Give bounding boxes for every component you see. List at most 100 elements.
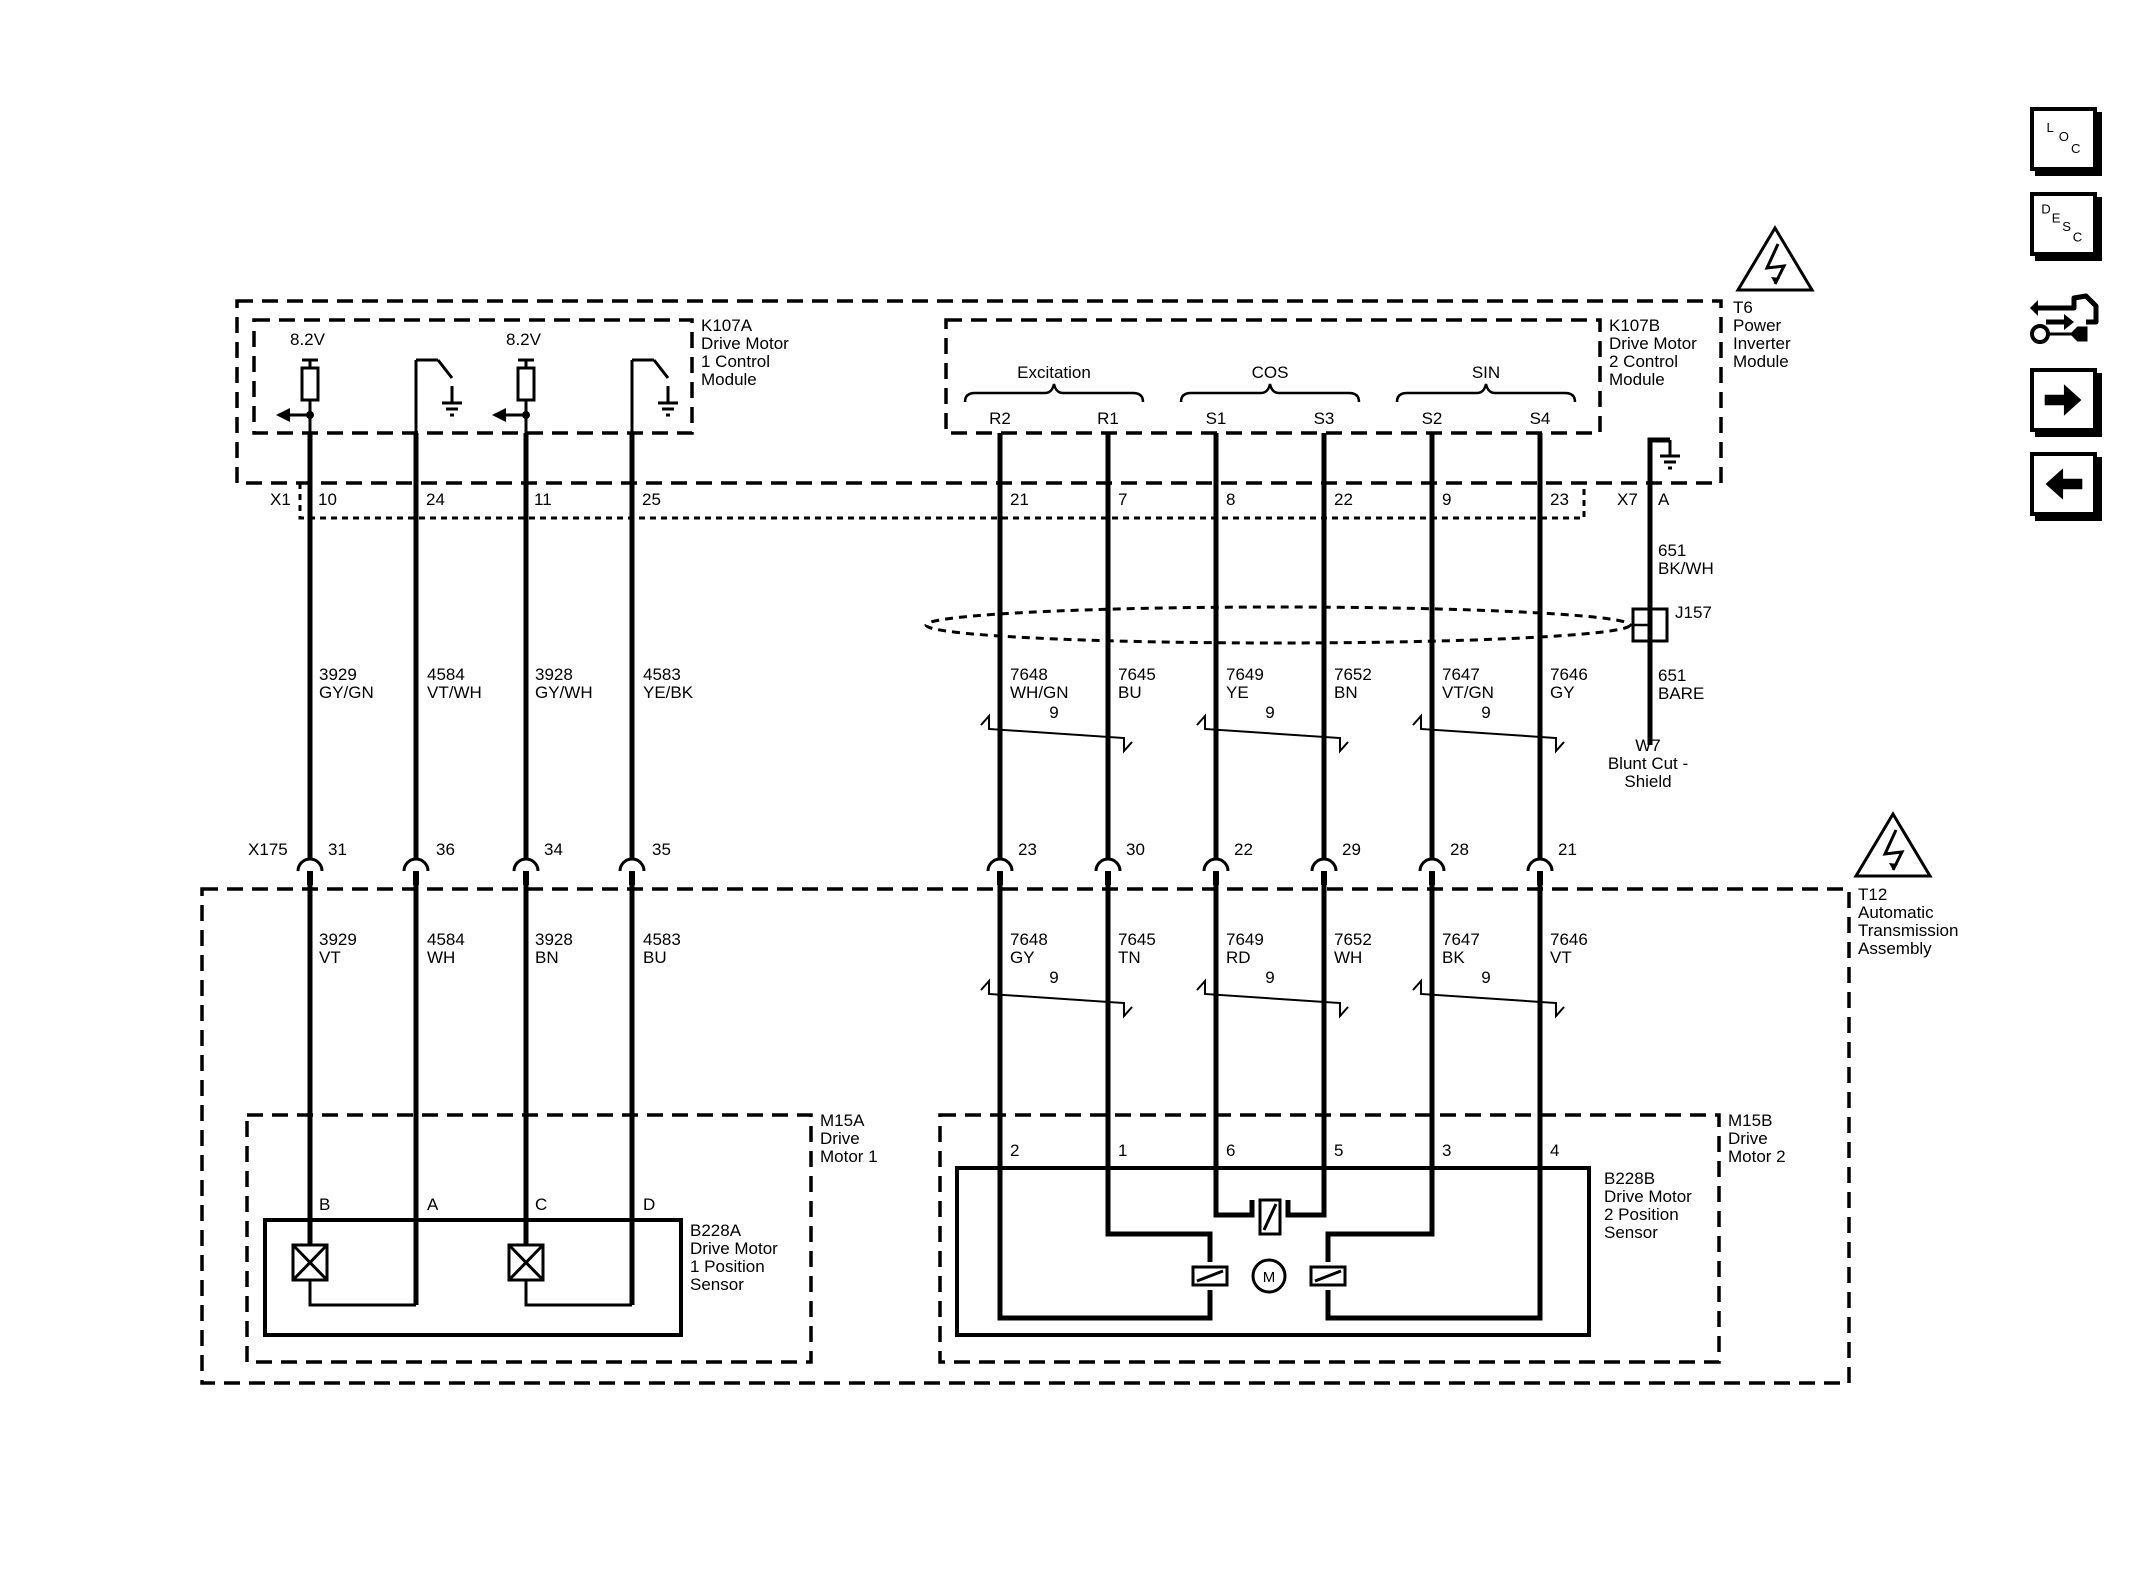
- twist-count-labels: 9 9 9 9 9 9: [1049, 703, 1490, 987]
- svg-text:25: 25: [642, 490, 661, 509]
- m15a-drive-motor-1-boundary: [245, 1113, 813, 1364]
- svg-text:Drive: Drive: [820, 1129, 860, 1148]
- t6-label: T6 Power Inverter Module: [1733, 298, 1791, 371]
- svg-text:R2: R2: [989, 409, 1011, 428]
- svg-text:7646: 7646: [1550, 930, 1588, 949]
- j157-splice-label: J157: [1675, 603, 1712, 622]
- svg-text:M15B: M15B: [1728, 1111, 1772, 1130]
- k107b-pin-names: R2 R1 S1 S3 S2 S4: [989, 409, 1550, 428]
- svg-text:Assembly: Assembly: [1858, 939, 1932, 958]
- svg-text:Transmission: Transmission: [1858, 921, 1958, 940]
- svg-text:9: 9: [1481, 703, 1490, 722]
- svg-text:Module: Module: [1609, 370, 1665, 389]
- svg-text:BK/WH: BK/WH: [1658, 559, 1714, 578]
- circuit-wires: [307, 433, 1543, 1321]
- svg-text:A: A: [427, 1195, 439, 1214]
- svg-text:B228A: B228A: [690, 1221, 742, 1240]
- location-button[interactable]: L O C: [2030, 107, 2097, 171]
- svg-text:WH: WH: [427, 948, 455, 967]
- x175-connector-label: X175: [248, 840, 288, 859]
- svg-text:Motor 2: Motor 2: [1728, 1147, 1786, 1166]
- m15b-drive-motor-2-boundary: [938, 1113, 1721, 1364]
- svg-text:YE/BK: YE/BK: [643, 683, 694, 702]
- svg-text:L: L: [2046, 120, 2053, 135]
- svg-text:Sensor: Sensor: [690, 1275, 744, 1294]
- svg-text:2 Control: 2 Control: [1609, 352, 1678, 371]
- svg-text:7647: 7647: [1442, 930, 1480, 949]
- svg-text:S1: S1: [1206, 409, 1227, 428]
- svg-text:9: 9: [1049, 968, 1058, 987]
- svg-text:BARE: BARE: [1658, 684, 1704, 703]
- svg-text:VT/GN: VT/GN: [1442, 683, 1494, 702]
- svg-text:BU: BU: [1118, 683, 1142, 702]
- svg-text:Module: Module: [701, 370, 757, 389]
- svg-text:21: 21: [1558, 840, 1577, 859]
- svg-text:9: 9: [1049, 703, 1058, 722]
- b228b-sensor-box: [955, 1166, 1591, 1337]
- upper-wire-labels: 3929 GY/GN 4584 VT/WH 3928 GY/WH 4583 YE…: [319, 665, 1588, 702]
- svg-text:7646: 7646: [1550, 665, 1588, 684]
- svg-text:GY: GY: [1010, 948, 1035, 967]
- t12-label: T12 Automatic Transmission Assembly: [1858, 885, 1958, 958]
- svg-text:WH: WH: [1334, 948, 1362, 967]
- next-page-button[interactable]: [2030, 368, 2097, 432]
- resolver-coil-icon: [1191, 1265, 1229, 1287]
- svg-text:3928: 3928: [535, 930, 573, 949]
- w7-ground-label: W7 Blunt Cut - Shield: [1608, 736, 1688, 791]
- svg-text:10: 10: [318, 490, 337, 509]
- svg-text:28: 28: [1450, 840, 1469, 859]
- svg-text:5: 5: [1334, 1141, 1343, 1160]
- svg-text:7649: 7649: [1226, 665, 1264, 684]
- high-voltage-warning-icon: [1853, 811, 1933, 878]
- svg-text:3: 3: [1442, 1141, 1451, 1160]
- svg-text:36: 36: [436, 840, 455, 859]
- desc-icon: D E S C: [2041, 202, 2082, 245]
- hall-sensor-element-icon: [291, 1243, 329, 1282]
- svg-text:S4: S4: [1530, 409, 1551, 428]
- k107a-internal-circuit: [276, 358, 678, 433]
- svg-text:7649: 7649: [1226, 930, 1264, 949]
- svg-text:S3: S3: [1314, 409, 1335, 428]
- svg-text:4583: 4583: [643, 930, 681, 949]
- sin-group-label: SIN: [1472, 363, 1500, 382]
- svg-text:23: 23: [1550, 490, 1569, 509]
- svg-text:Drive Motor: Drive Motor: [701, 334, 789, 353]
- k107b-module-boundary: [944, 318, 1602, 435]
- svg-text:GY/GN: GY/GN: [319, 683, 374, 702]
- svg-text:Automatic: Automatic: [1858, 903, 1934, 922]
- svg-text:31: 31: [328, 840, 347, 859]
- svg-text:Inverter: Inverter: [1733, 334, 1791, 353]
- x1-connector-label: X1: [270, 490, 291, 509]
- svg-text:VT/WH: VT/WH: [427, 683, 482, 702]
- connector-wrench-icon: [2030, 293, 2099, 344]
- x7-pin-number: A: [1658, 490, 1670, 509]
- svg-text:7645: 7645: [1118, 665, 1156, 684]
- svg-text:2: 2: [1010, 1141, 1019, 1160]
- svg-text:WH/GN: WH/GN: [1010, 683, 1069, 702]
- svg-text:T12: T12: [1858, 885, 1887, 904]
- svg-text:30: 30: [1126, 840, 1145, 859]
- shield-wire-label: 651 BK/WH J157 651 BARE: [1658, 541, 1714, 703]
- svg-text:29: 29: [1342, 840, 1361, 859]
- svg-text:22: 22: [1234, 840, 1253, 859]
- svg-text:1 Position: 1 Position: [690, 1257, 765, 1276]
- svg-text:Drive Motor: Drive Motor: [1604, 1187, 1692, 1206]
- b228b-label: B228B Drive Motor 2 Position Sensor: [1604, 1169, 1692, 1242]
- svg-text:T6: T6: [1733, 298, 1753, 317]
- svg-text:Sensor: Sensor: [1604, 1223, 1658, 1242]
- svg-text:BN: BN: [535, 948, 559, 967]
- x7-connector-label: X7: [1617, 490, 1638, 509]
- svg-text:1: 1: [1118, 1141, 1127, 1160]
- svg-text:Motor 1: Motor 1: [820, 1147, 878, 1166]
- svg-text:3929: 3929: [319, 665, 357, 684]
- m15b-label: M15B Drive Motor 2: [1728, 1111, 1786, 1166]
- lower-wire-labels: 3929 VT 4584 WH 3928 BN 4583 BU 7648 GY …: [319, 930, 1588, 967]
- previous-page-button[interactable]: [2030, 452, 2097, 516]
- t6-power-inverter-module-boundary: [235, 299, 1723, 485]
- svg-text:7652: 7652: [1334, 665, 1372, 684]
- svg-text:23: 23: [1018, 840, 1037, 859]
- x175-connector-symbols: [296, 857, 1554, 872]
- description-button[interactable]: D E S C: [2030, 192, 2097, 256]
- connector-tool-button[interactable]: [2028, 284, 2102, 348]
- arrow-right-icon: [2044, 384, 2082, 416]
